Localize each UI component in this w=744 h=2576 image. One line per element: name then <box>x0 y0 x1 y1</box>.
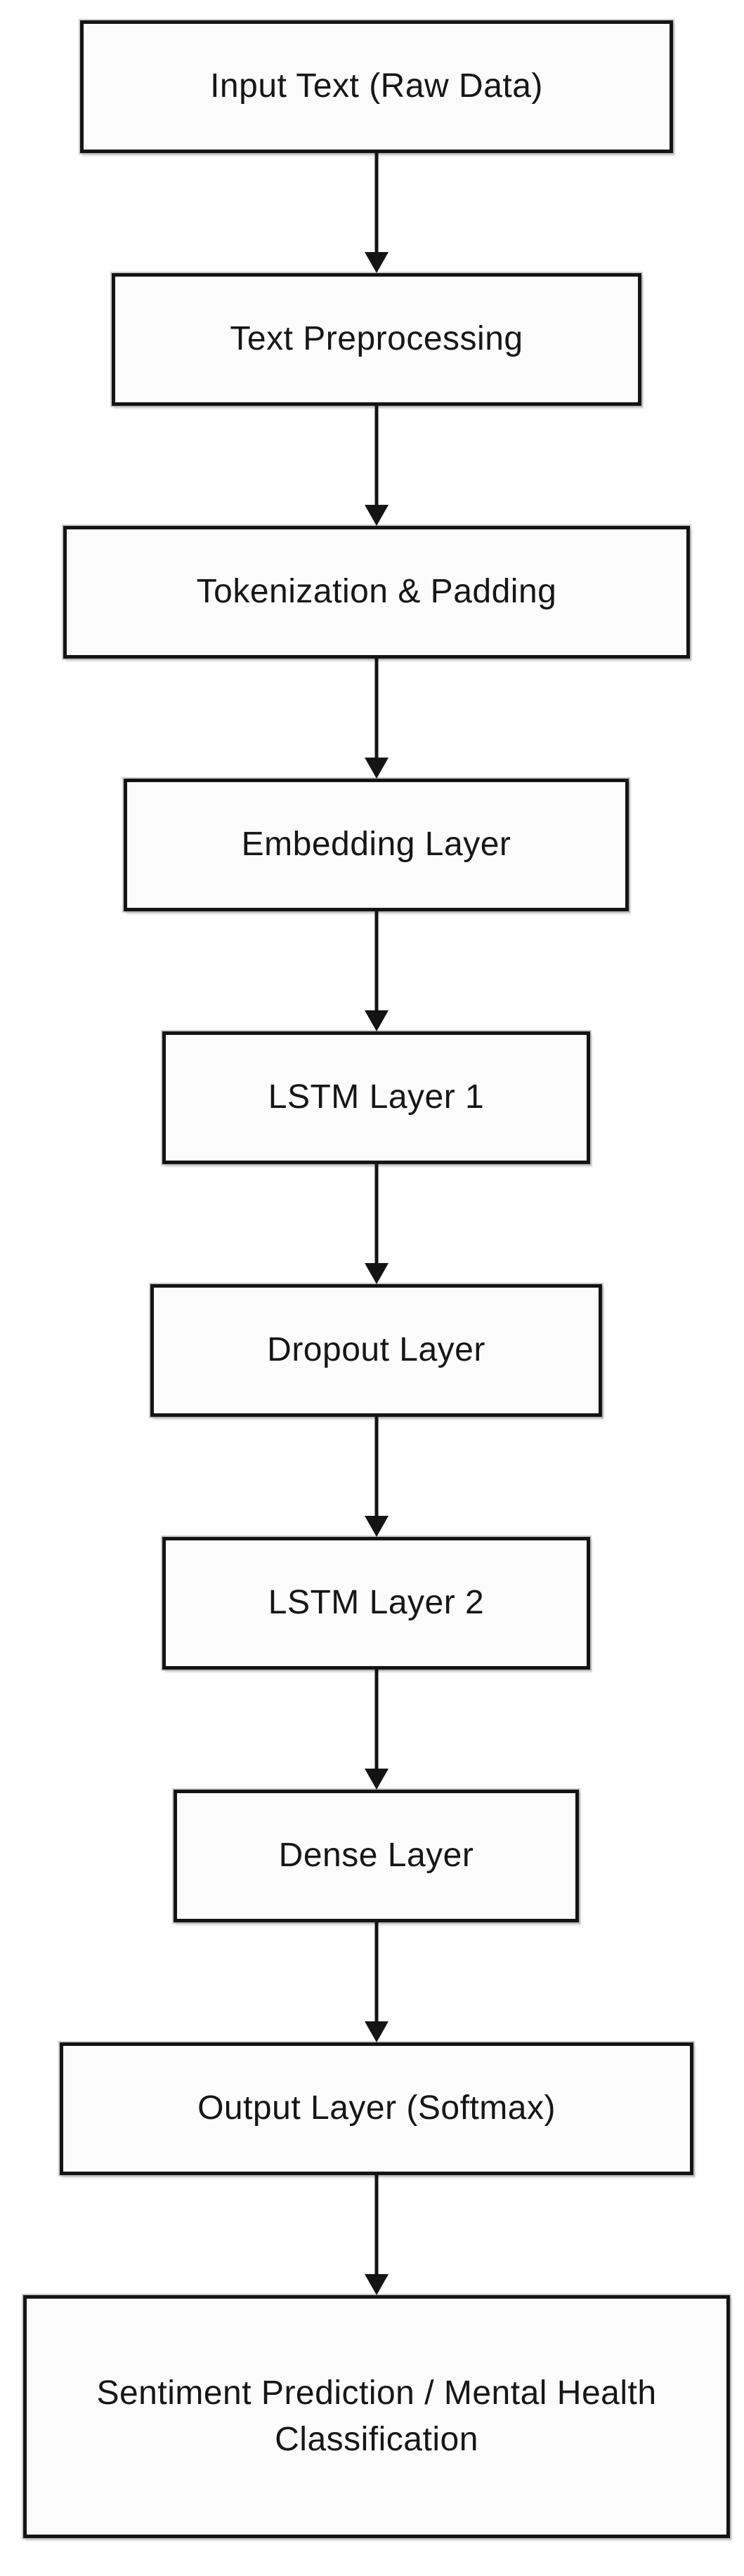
node-text-preprocessing-label: Text Preprocessing <box>230 320 523 358</box>
node-sentiment-prediction-label: Sentiment Prediction / Mental Health Cla… <box>96 2374 657 2458</box>
flow-arrow-1 <box>365 153 389 273</box>
node-text-preprocessing: Text Preprocessing <box>112 273 641 406</box>
node-embedding-layer-label: Embedding Layer <box>241 826 511 864</box>
node-output-layer-softmax: Output Layer (Softmax) <box>60 2042 693 2175</box>
node-input-text-label: Input Text (Raw Data) <box>210 67 543 105</box>
flow-arrow-2 <box>365 406 389 526</box>
node-tokenization-padding-label: Tokenization & Padding <box>196 573 557 611</box>
node-output-layer-softmax-label: Output Layer (Softmax) <box>197 2089 556 2127</box>
node-sentiment-prediction: Sentiment Prediction / Mental Health Cla… <box>23 2295 730 2538</box>
node-tokenization-padding: Tokenization & Padding <box>63 526 690 659</box>
node-dropout-layer: Dropout Layer <box>150 1284 602 1417</box>
flow-arrow-6 <box>365 1417 389 1537</box>
flow-arrow-7 <box>365 1670 389 1790</box>
flow-arrow-8 <box>365 1922 389 2042</box>
node-embedding-layer: Embedding Layer <box>124 779 629 911</box>
node-dense-layer: Dense Layer <box>174 1790 579 1922</box>
node-lstm-layer-1-label: LSTM Layer 1 <box>268 1078 485 1116</box>
flow-arrow-9 <box>365 2175 389 2295</box>
node-lstm-layer-2: LSTM Layer 2 <box>162 1537 590 1670</box>
node-input-text: Input Text (Raw Data) <box>80 20 673 153</box>
node-dense-layer-label: Dense Layer <box>278 1837 474 1875</box>
flow-arrow-4 <box>365 911 389 1031</box>
node-dropout-layer-label: Dropout Layer <box>267 1331 485 1369</box>
node-lstm-layer-1: LSTM Layer 1 <box>162 1031 590 1164</box>
node-lstm-layer-2-label: LSTM Layer 2 <box>268 1584 485 1622</box>
flow-arrow-5 <box>365 1164 389 1284</box>
flow-arrow-3 <box>365 659 389 779</box>
